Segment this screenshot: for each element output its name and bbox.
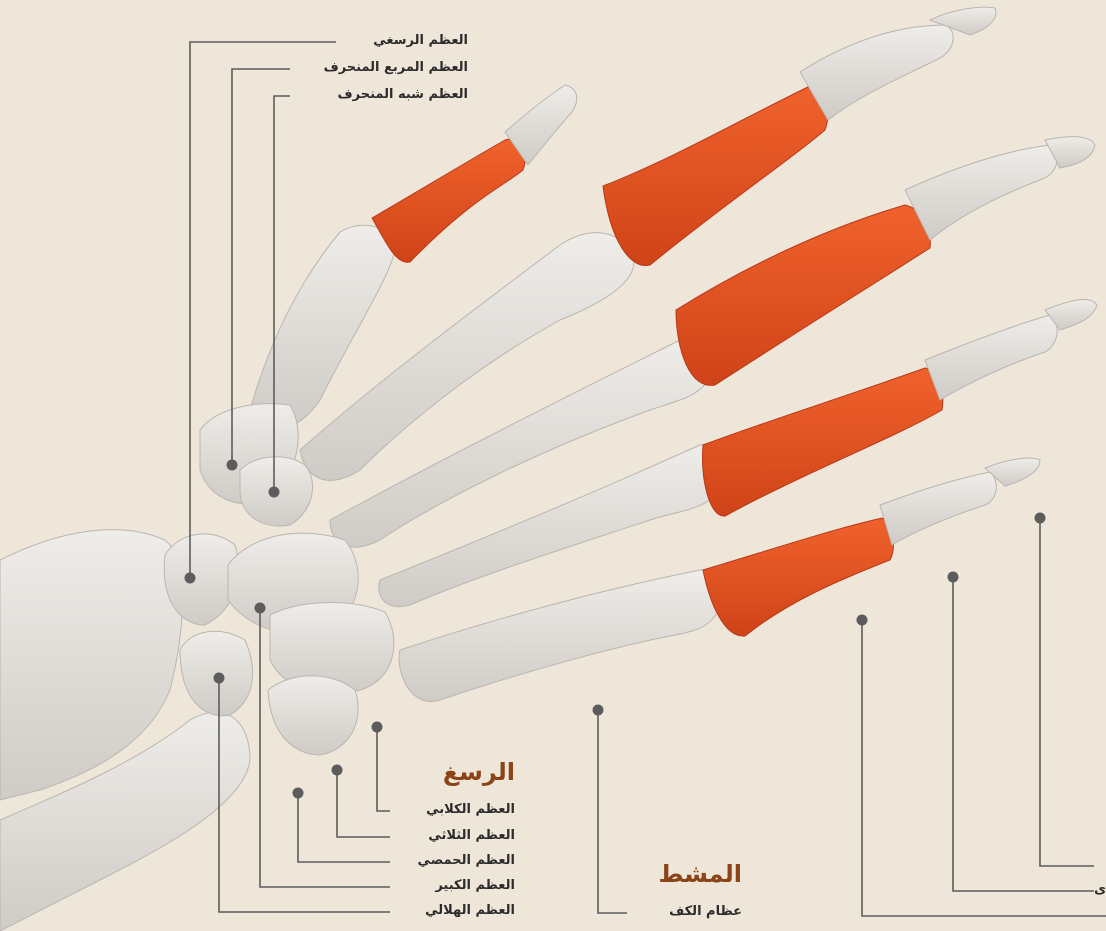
label-pisiform: العظم الحمصي	[418, 853, 515, 868]
label-scaphoid: العظم الرسغي	[373, 33, 468, 48]
label-trapezoid: العظم شبه المنحرف	[338, 87, 468, 102]
label-trapezium: العظم المربع المنحرف	[324, 60, 468, 75]
label-phalanges-partial: ى	[1094, 882, 1106, 897]
label-metacarpals: عظام الكف	[669, 904, 742, 919]
label-triquetrum: العظم الثلاثي	[428, 828, 515, 843]
label-capitate: العظم الكبير	[435, 878, 515, 893]
carpus-heading: الرسغ	[443, 758, 515, 786]
metacarpus-heading: المشط	[659, 860, 742, 888]
label-lunate: العظم الهلالي	[425, 903, 515, 918]
label-hamate: العظم الكلابي	[426, 802, 515, 817]
